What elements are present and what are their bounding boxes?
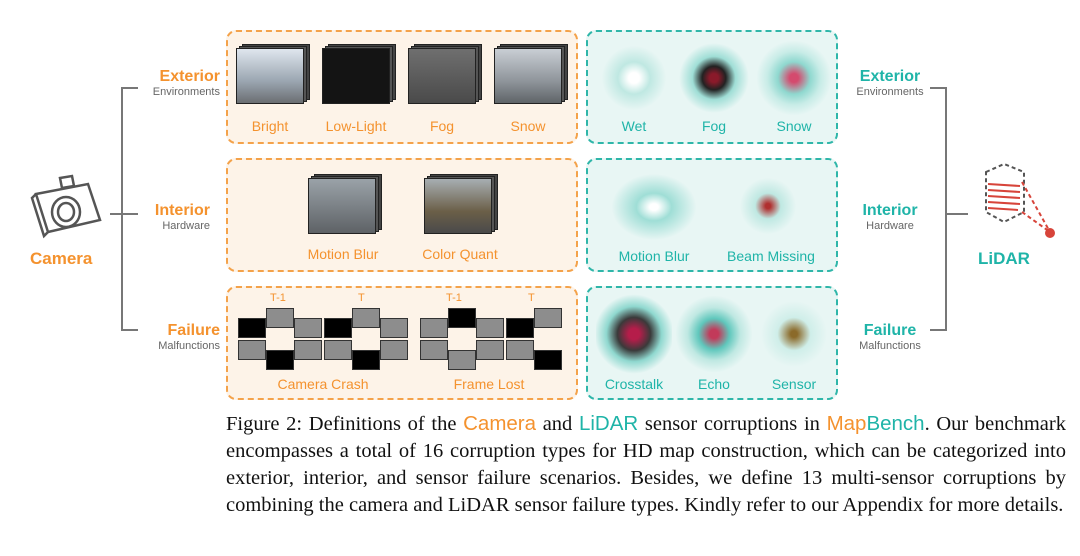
camera-failure-panel: T-1 T T-1 T Camera Crash Frame Lost xyxy=(226,286,578,400)
snow-label: Snow xyxy=(510,118,546,134)
lidar-beam-missing-image xyxy=(728,174,808,238)
figure-caption: Figure 2: Definitions of the Camera and … xyxy=(226,410,1066,519)
lidar-wet-image xyxy=(596,40,672,116)
color-quant-thumbnail xyxy=(424,174,498,234)
lidar-sensor-icon xyxy=(985,162,1055,238)
lidar-row-failure-label: Failure Malfunctions xyxy=(840,322,940,353)
camera-failure-title: Failure xyxy=(167,322,220,339)
camera-crash-label: Camera Crash xyxy=(277,376,369,392)
lidar-interior-title: Interior xyxy=(862,202,918,219)
lidar-failure-subtitle: Malfunctions xyxy=(859,340,921,352)
frame-label-t-minus-1-b: T-1 xyxy=(446,292,462,304)
lidar-exterior-panel: Wet Fog Snow xyxy=(586,30,838,144)
lidar-sensor-label: Sensor xyxy=(771,376,817,392)
camera-interior-title: Interior xyxy=(154,202,210,219)
lidar-echo-image xyxy=(676,294,752,374)
lidar-interior-subtitle: Hardware xyxy=(866,220,914,232)
lidar-sensor-image xyxy=(756,294,832,374)
frame-label-t-a: T xyxy=(358,292,365,304)
bright-thumbnail xyxy=(236,44,310,104)
lidar-motion-blur-label: Motion Blur xyxy=(618,248,690,264)
lidar-failure-panel: Crosstalk Echo Sensor xyxy=(586,286,838,400)
camera-failure-subtitle: Malfunctions xyxy=(158,340,220,352)
lidar-echo-label: Echo xyxy=(698,376,730,392)
lidar-crosstalk-label: Crosstalk xyxy=(604,376,664,392)
lidar-snow-image xyxy=(756,40,832,116)
camera-interior-panel: Motion Blur Color Quant xyxy=(226,158,578,272)
frame-lost-label: Frame Lost xyxy=(453,376,525,392)
low-light-label: Low-Light xyxy=(325,118,387,134)
camera-interior-subtitle: Hardware xyxy=(162,220,210,232)
color-quant-label: Color Quant xyxy=(422,246,498,262)
lidar-exterior-title: Exterior xyxy=(859,68,921,85)
lidar-title: LiDAR xyxy=(978,249,1030,268)
lidar-row-interior-label: Interior Hardware xyxy=(848,202,932,233)
camera-bracket xyxy=(110,87,138,331)
lidar-crosstalk-image xyxy=(596,294,672,374)
lidar-motion-blur-image xyxy=(604,168,704,246)
motion-blur-label: Motion Blur xyxy=(307,246,379,262)
fog-thumbnail xyxy=(408,44,482,104)
lidar-failure-title: Failure xyxy=(863,322,917,339)
caption-rest: . Our benchmark encompasses a total of 1… xyxy=(226,413,1066,516)
lidar-beam-missing-label: Beam Missing xyxy=(727,248,815,264)
caption-bench-rest: Bench xyxy=(866,412,925,435)
lidar-fog-label: Fog xyxy=(701,118,727,134)
fog-label: Fog xyxy=(429,118,455,134)
motion-blur-thumbnail xyxy=(308,174,382,234)
lidar-interior-panel: Motion Blur Beam Missing xyxy=(586,158,838,272)
lidar-snow-label: Snow xyxy=(776,118,812,134)
caption-mid2: sensor corruptions in xyxy=(638,413,827,435)
caption-mid1: and xyxy=(536,413,579,435)
caption-lidar-word: LiDAR xyxy=(578,412,639,435)
camera-icon xyxy=(30,174,102,239)
lidar-row-exterior-label: Exterior Environments xyxy=(848,68,932,99)
lidar-bracket xyxy=(930,87,968,331)
lidar-wet-label: Wet xyxy=(621,118,647,134)
bright-label: Bright xyxy=(251,118,289,134)
lidar-exterior-subtitle: Environments xyxy=(856,86,924,98)
camera-exterior-panel: Bright Low-Light Fog Snow xyxy=(226,30,578,144)
camera-row-exterior-label: Exterior Environments xyxy=(110,68,220,99)
camera-exterior-title: Exterior xyxy=(159,68,220,85)
lidar-fog-image xyxy=(676,40,752,116)
frame-label-t-minus-1-a: T-1 xyxy=(270,292,286,304)
snow-thumbnail xyxy=(494,44,568,104)
camera-row-interior-label: Interior Hardware xyxy=(100,202,210,233)
camera-title: Camera xyxy=(30,249,93,268)
caption-camera-word: Camera xyxy=(463,412,537,435)
camera-row-failure-label: Failure Malfunctions xyxy=(110,322,220,353)
camera-exterior-subtitle: Environments xyxy=(152,86,220,98)
caption-prefix: Figure 2: Definitions of the xyxy=(226,413,464,435)
frame-label-t-b: T xyxy=(528,292,535,304)
caption-bench-map: Map xyxy=(826,412,867,435)
low-light-thumbnail xyxy=(322,44,396,104)
